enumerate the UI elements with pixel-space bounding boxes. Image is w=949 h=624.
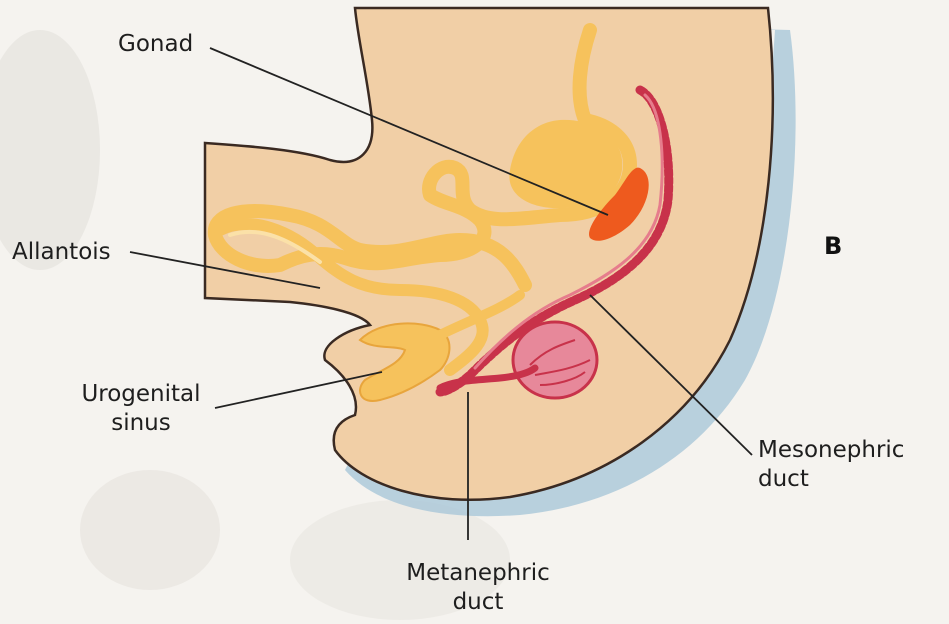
urogenital-sinus-label-line1: Urogenital bbox=[66, 380, 216, 409]
metanephric-duct-label: Metanephric duct bbox=[393, 559, 563, 617]
allantois-label: Allantois bbox=[12, 238, 111, 267]
gonad-label: Gonad bbox=[118, 30, 193, 59]
mesonephric-duct-label-line2: duct bbox=[758, 465, 928, 494]
urogenital-sinus-label: Urogenital sinus bbox=[66, 380, 216, 438]
mesonephric-duct-label: Mesonephric duct bbox=[758, 436, 928, 494]
mesonephric-duct-label-line1: Mesonephric bbox=[758, 436, 928, 465]
metanephros bbox=[513, 322, 597, 398]
urogenital-sinus-label-line2: sinus bbox=[66, 409, 216, 438]
metanephric-duct-label-line1: Metanephric bbox=[393, 559, 563, 588]
metanephric-duct-label-line2: duct bbox=[393, 588, 563, 617]
panel-letter: B bbox=[824, 232, 842, 260]
